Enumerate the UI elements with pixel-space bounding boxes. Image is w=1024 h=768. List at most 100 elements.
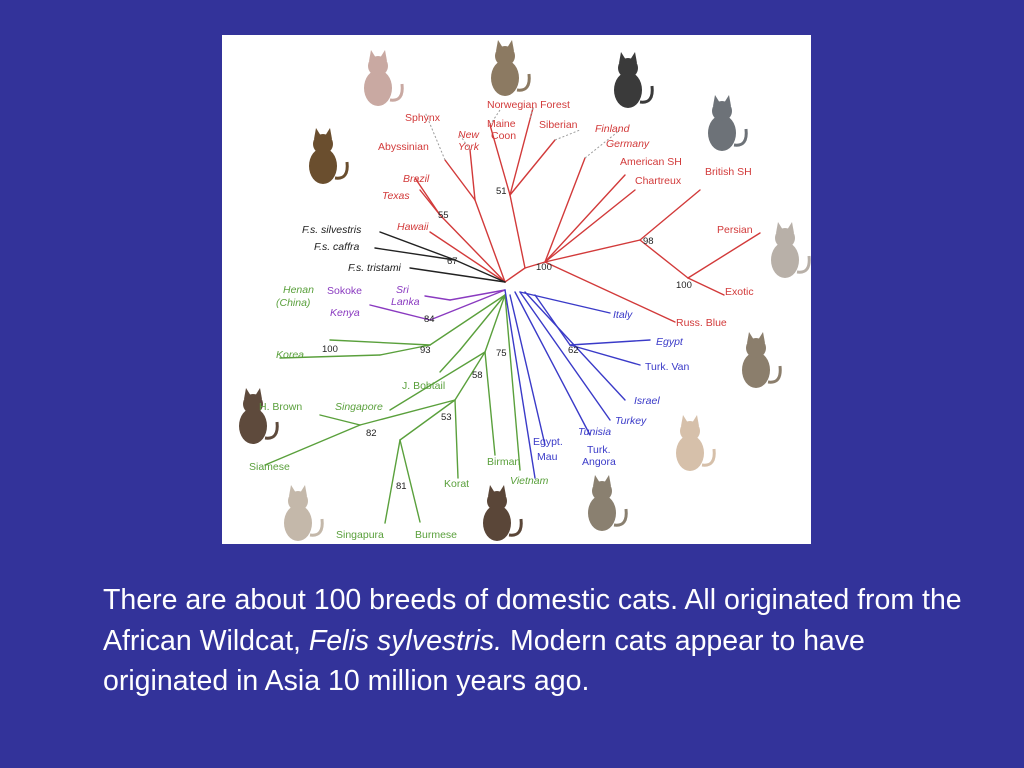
tree-branch-black (409, 267, 506, 283)
breed-label: American SH (620, 156, 682, 168)
tree-branch-purple (449, 289, 506, 301)
bootstrap-value: 62 (568, 345, 579, 356)
caption-part1: There are about 100 breeds of domestic c… (103, 584, 962, 657)
breed-label: H. Brown (259, 401, 302, 413)
tree-branch-red (429, 231, 506, 283)
bootstrap-value: 84 (424, 314, 435, 325)
breed-label: Vietnam (510, 475, 549, 487)
tree-branch-green (379, 344, 431, 356)
bootstrap-value: 81 (396, 481, 407, 492)
tree-branch-red (544, 239, 641, 263)
breed-label: Sphynx (405, 112, 441, 124)
breed-label: Korea (276, 349, 304, 361)
tree-branch-blue (504, 289, 536, 479)
tree-branch-red (414, 177, 441, 216)
breed-label: Exotic (725, 286, 754, 298)
bootstrap-value: 55 (438, 210, 449, 221)
cat-photo-icon (284, 485, 324, 541)
breed-label: Egypt (656, 336, 684, 348)
breed-label: J. Bobtail (402, 380, 445, 392)
breed-label: Turk. (587, 444, 611, 456)
breed-label: Persian (717, 224, 753, 236)
tree-branch-red (504, 267, 526, 283)
cat-photo-icon (614, 52, 654, 108)
breed-label: Lanka (391, 296, 420, 308)
breed-label: Hawaii (397, 221, 429, 233)
bootstrap-value: 100 (676, 280, 692, 291)
bootstrap-value: 75 (496, 348, 507, 359)
tree-branch-green (484, 351, 496, 456)
tree-branch-blue (569, 344, 641, 366)
breed-label: Angora (582, 456, 616, 468)
tree-branch-blue (519, 291, 611, 421)
breed-label: Germany (606, 138, 650, 150)
breed-label: Israel (634, 395, 660, 407)
breed-label: Singapura (336, 529, 384, 541)
dotted-leader (554, 129, 581, 141)
breed-label: (China) (276, 297, 310, 309)
bootstrap-value: 51 (496, 186, 507, 197)
tree-branch-blue (569, 339, 651, 346)
cat-photo-icon (742, 332, 782, 388)
dotted-leader (489, 109, 501, 126)
breed-label: York (458, 141, 480, 153)
breed-label: Sokoke (327, 285, 362, 297)
caption-text: There are about 100 breeds of domestic c… (103, 580, 983, 702)
tree-branch-black (454, 259, 506, 283)
breed-label: Korat (444, 478, 469, 490)
tree-branch-red (544, 189, 636, 263)
cat-photo-icon (676, 415, 716, 471)
tree-branch-red (474, 199, 506, 283)
dotted-leader (424, 111, 446, 161)
breed-label: Turk. Van (645, 361, 690, 373)
tree-branch-green (384, 439, 401, 524)
tree-branch-green (459, 294, 506, 351)
tree-branch-blue (534, 294, 571, 346)
tree-branches (264, 107, 761, 524)
tree-branch-red (544, 157, 586, 263)
breed-label: F.s. silvestris (302, 224, 362, 236)
breed-label: Russ. Blue (676, 317, 727, 329)
tree-branch-red (544, 261, 676, 323)
tree-branch-blue (509, 294, 546, 446)
tree-branch-blue (519, 291, 611, 314)
breed-label: Chartreux (635, 175, 682, 187)
bootstrap-value: 100 (322, 344, 338, 355)
breed-label: Abyssinian (378, 141, 429, 153)
tree-branch-green (484, 294, 506, 353)
tree-branch-green (399, 399, 456, 441)
tree-branch-red (439, 214, 506, 283)
tree-branch-red (444, 159, 476, 201)
bootstrap-value: 93 (420, 345, 431, 356)
breed-label: Siamese (249, 461, 290, 473)
tree-dotted-leaders (424, 107, 621, 161)
dotted-leader (584, 129, 621, 159)
tree-branch-green (399, 439, 421, 523)
breed-label: Coon (491, 130, 516, 142)
tree-branch-red (544, 174, 626, 263)
tree-branch-green (264, 424, 361, 466)
breed-label: Brazil (403, 173, 430, 185)
breed-label: Mau (537, 451, 558, 463)
breed-label: Finland (595, 123, 631, 135)
caption-species: Felis sylvestris. (308, 624, 503, 657)
breed-label: Kenya (330, 307, 360, 319)
breed-label: F.s. caffra (314, 241, 359, 253)
tree-branch-green (329, 339, 431, 346)
breed-label: Maine (487, 118, 516, 130)
breed-label: New (458, 129, 480, 141)
tree-branch-green (439, 349, 461, 373)
tree-branch-black (379, 231, 456, 261)
bootstrap-value: 58 (472, 370, 483, 381)
tree-branch-purple (424, 295, 451, 301)
cat-photo-icon (309, 128, 349, 184)
breed-label: Egypt. (533, 436, 563, 448)
tree-branch-red (469, 149, 476, 201)
caption-part2: Modern cats appear to have originated in… (103, 624, 865, 698)
tree-branch-green (389, 351, 486, 411)
tree-branch-green (319, 414, 361, 426)
tree-branch-green (429, 294, 506, 346)
tree-branch-purple (369, 304, 431, 321)
